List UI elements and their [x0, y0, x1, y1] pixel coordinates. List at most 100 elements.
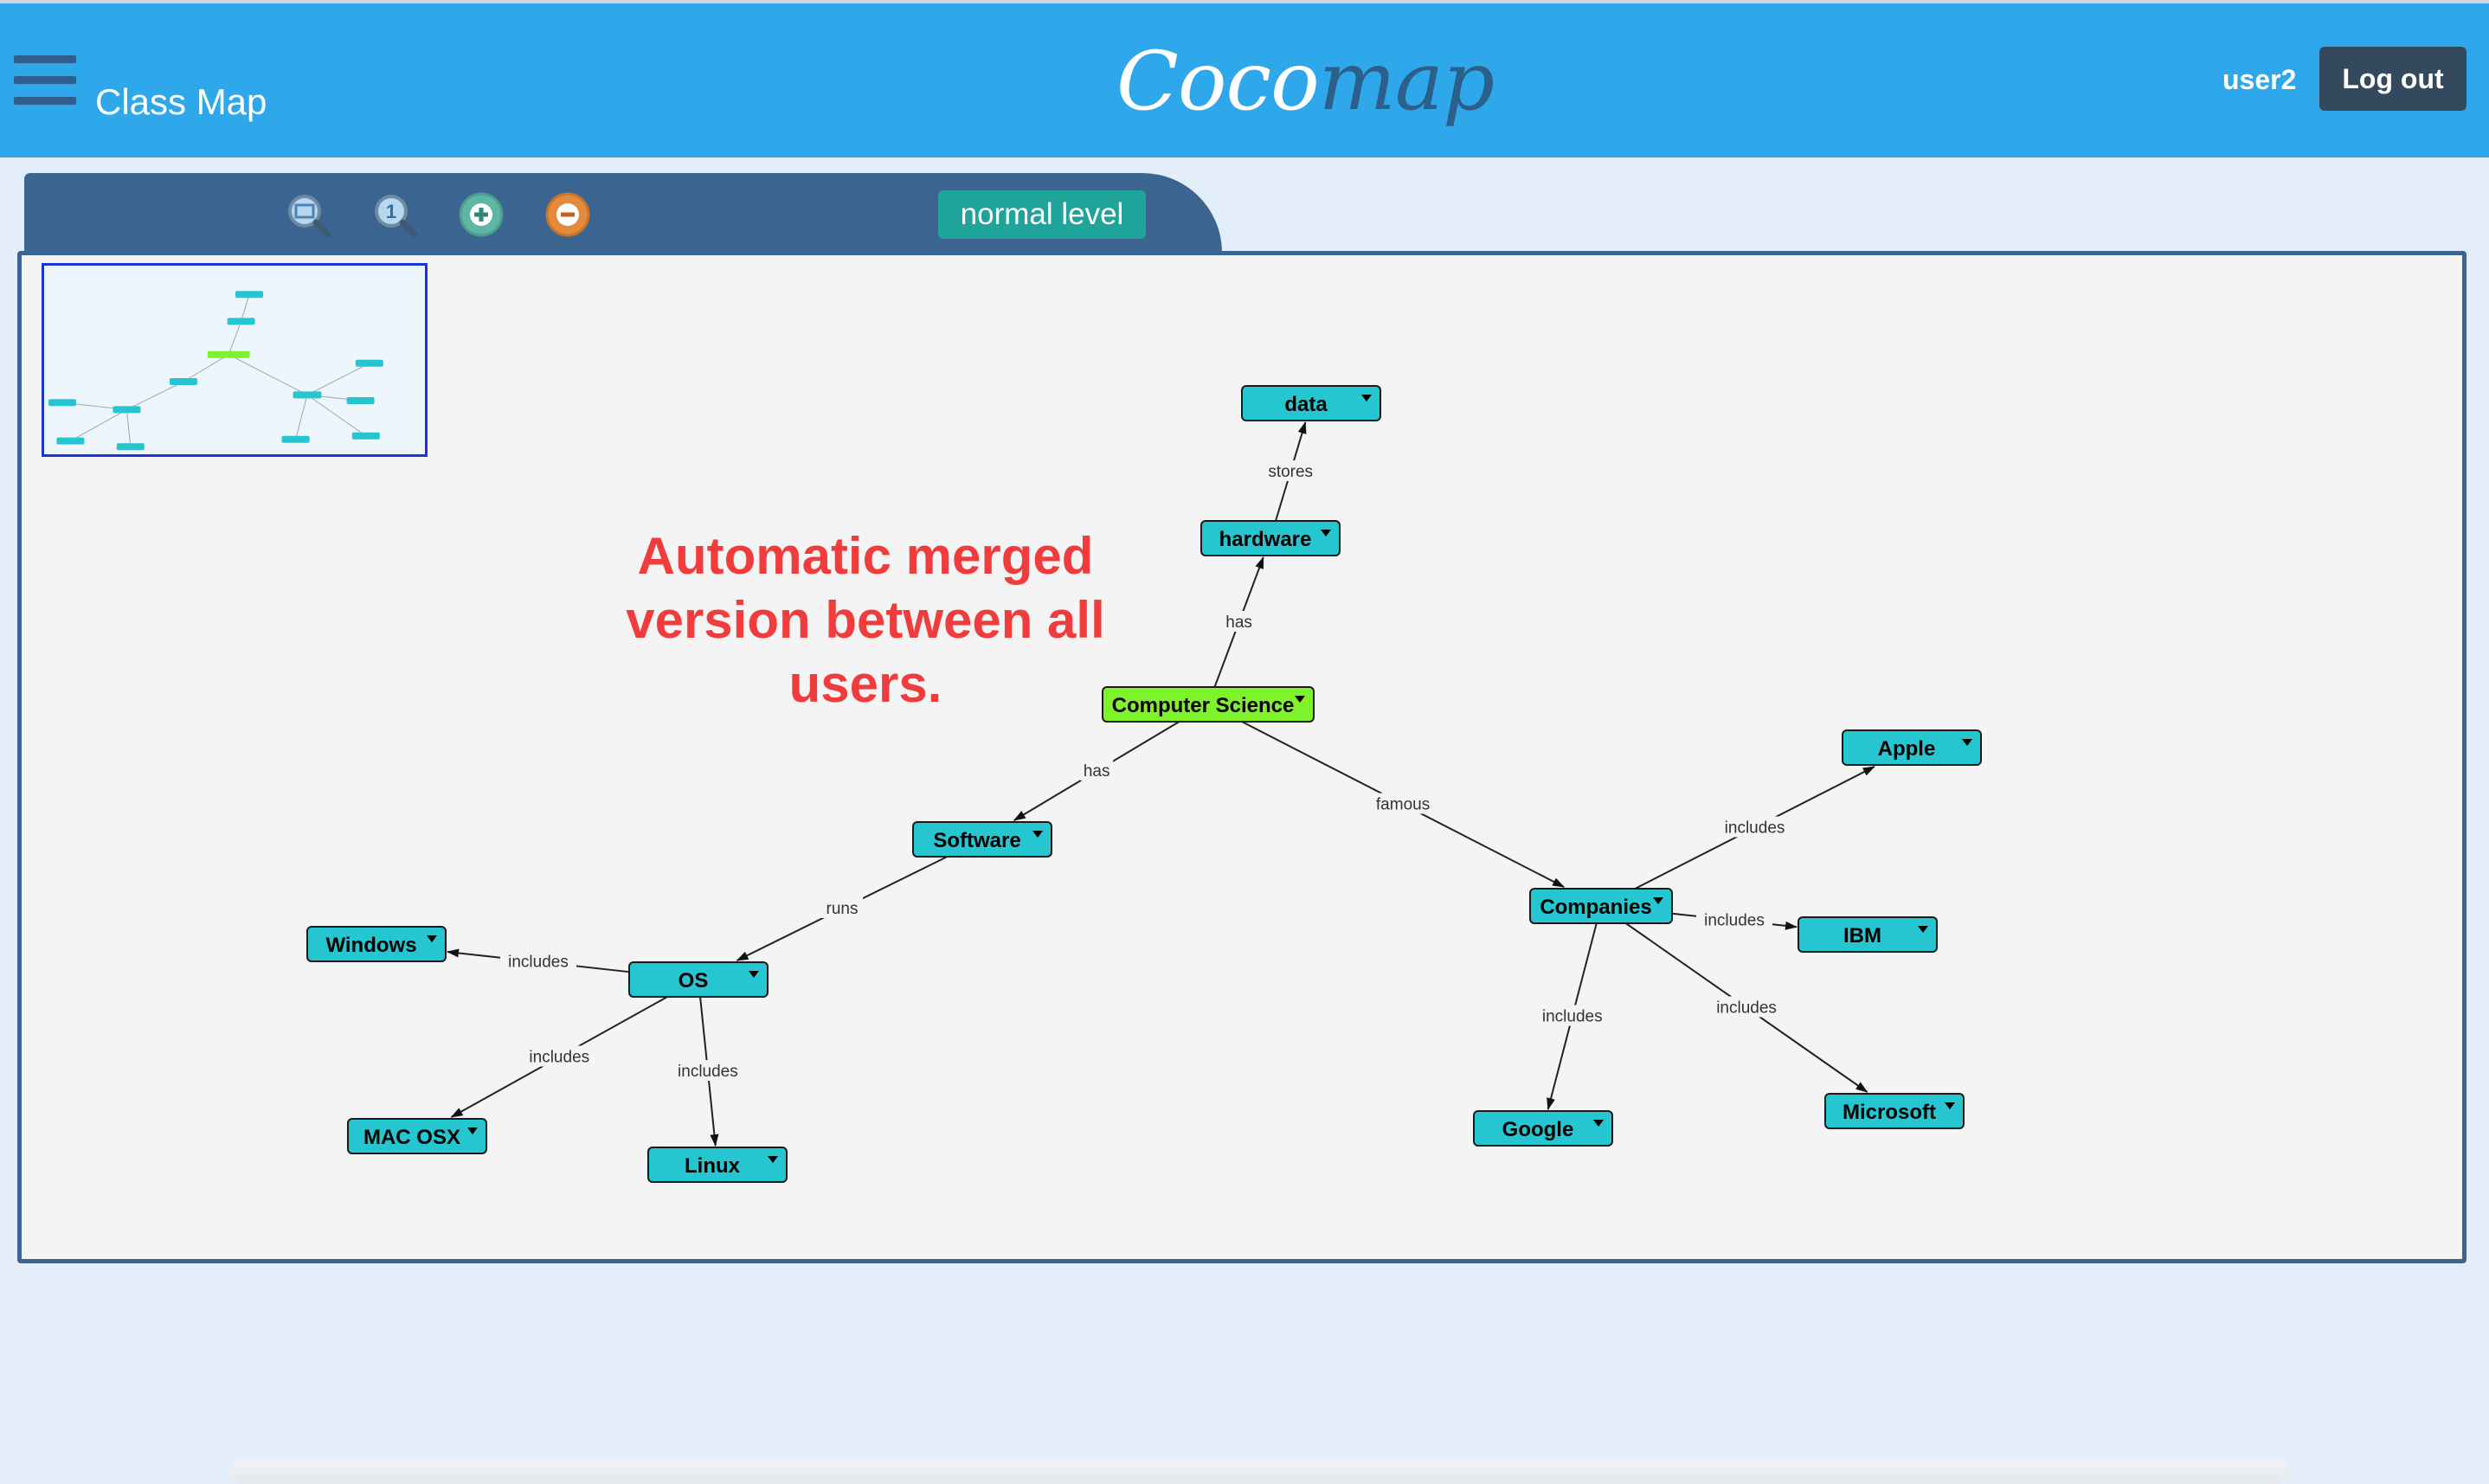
logout-button[interactable]: Log out [2319, 47, 2466, 111]
edge-label-bg [1222, 611, 1256, 632]
zoom-out-icon[interactable] [543, 190, 592, 239]
dropdown-arrow-icon[interactable] [768, 1156, 778, 1163]
node-box[interactable] [628, 961, 769, 998]
edge-label-cs-companies: famous [1376, 796, 1430, 814]
edge-label-bg [1373, 793, 1433, 814]
dropdown-arrow-icon[interactable] [1593, 1120, 1604, 1127]
edge-label-cs-software: has [1084, 762, 1110, 781]
node-google[interactable]: Google [1473, 1110, 1613, 1147]
minimap-graph [48, 291, 383, 451]
minimap-edge [125, 409, 132, 447]
minimap-node-ibm [346, 397, 375, 404]
minimap-edge [183, 354, 229, 382]
edge-label-bg [1534, 1005, 1611, 1026]
dropdown-arrow-icon[interactable] [1295, 696, 1305, 703]
node-box[interactable] [1529, 888, 1673, 924]
node-linux[interactable]: Linux [647, 1147, 788, 1183]
node-box[interactable] [1824, 1093, 1965, 1129]
node-box[interactable] [1241, 385, 1381, 421]
minimap-edge [295, 395, 308, 440]
edge-label-software-os: runs [826, 900, 859, 918]
minimap-node-linux [116, 443, 145, 451]
dropdown-arrow-icon[interactable] [427, 935, 437, 942]
edge-label-bg [1261, 460, 1321, 481]
node-label: Companies [1540, 896, 1651, 919]
node-cs[interactable]: Computer Science [1102, 686, 1315, 723]
app-header: Class Map Cocomap user2 Log out [0, 0, 2489, 157]
minimap-node-hardware [227, 318, 255, 325]
minimap-edge [306, 394, 367, 437]
edge-label-cs-hardware: has [1225, 614, 1252, 632]
node-box[interactable] [1473, 1110, 1613, 1147]
node-hardware[interactable]: hardware [1200, 520, 1341, 556]
minimap-node-windows [48, 399, 76, 407]
edge-label-companies-ibm: includes [1704, 912, 1765, 930]
zoom-fit-icon[interactable] [284, 190, 332, 239]
node-box[interactable] [1842, 729, 1982, 766]
annotation-line-1: Automatic merged [637, 527, 1094, 585]
minimap-node-companies [293, 391, 322, 399]
dropdown-arrow-icon[interactable] [1918, 926, 1928, 933]
node-label: Microsoft [1843, 1101, 1936, 1124]
node-box[interactable] [1798, 916, 1938, 953]
minimap-edge [126, 381, 184, 410]
minimap-node-software [170, 378, 197, 385]
dropdown-arrow-icon[interactable] [1945, 1102, 1955, 1109]
node-microsoft[interactable]: Microsoft [1824, 1093, 1965, 1129]
node-os[interactable]: OS [628, 961, 769, 998]
node-box[interactable] [647, 1147, 788, 1183]
logo-text-map: map [1318, 35, 1495, 129]
node-label: MAC OSX [363, 1126, 460, 1149]
hamburger-menu-icon[interactable] [14, 55, 76, 107]
node-label: OS [679, 969, 709, 993]
node-box[interactable] [912, 821, 1052, 858]
node-box[interactable] [347, 1118, 487, 1154]
node-software[interactable]: Software [912, 821, 1052, 858]
edge-label-hardware-data: stores [1268, 463, 1313, 481]
node-box[interactable] [306, 926, 447, 962]
node-windows[interactable]: Windows [306, 926, 447, 962]
svg-text:1: 1 [386, 201, 396, 222]
minimap-node-data [235, 291, 263, 299]
edge-label-bg [821, 897, 864, 918]
zoom-in-icon[interactable] [457, 190, 505, 239]
merge-annotation: Automatic merged version between all use… [554, 524, 1177, 716]
node-macosx[interactable]: MAC OSX [347, 1118, 487, 1154]
level-toggle-button[interactable]: normal level [938, 190, 1146, 239]
node-companies[interactable]: Companies [1529, 888, 1673, 924]
node-label: data [1284, 393, 1328, 416]
node-box[interactable] [1102, 686, 1315, 723]
dropdown-arrow-icon[interactable] [1361, 395, 1372, 402]
dropdown-arrow-icon[interactable] [1962, 739, 1972, 746]
node-label: IBM [1843, 924, 1881, 948]
node-box[interactable] [1200, 520, 1341, 556]
page-title: Class Map [95, 81, 267, 122]
annotation-line-2: version between all [626, 591, 1105, 649]
dropdown-arrow-icon[interactable] [1321, 530, 1331, 536]
minimap-edge [70, 408, 127, 442]
minimap-edge [228, 321, 242, 355]
dropdown-arrow-icon[interactable] [1653, 897, 1663, 904]
node-label: Linux [685, 1154, 741, 1178]
dropdown-arrow-icon[interactable] [749, 971, 759, 978]
node-ibm[interactable]: IBM [1798, 916, 1938, 953]
edge-label-companies-microsoft: includes [1716, 999, 1777, 1018]
node-data[interactable]: data [1241, 385, 1381, 421]
edge-label-bg [1696, 909, 1772, 930]
minimap[interactable] [42, 263, 428, 457]
minimap-node-cs [207, 350, 250, 358]
node-apple[interactable]: Apple [1842, 729, 1982, 766]
minimap-node-macosx [56, 437, 85, 445]
concept-map-graph: stores has has famous runs includes includes in… [306, 385, 1982, 1183]
edge-label-companies-google: includes [1542, 1008, 1603, 1026]
minimap-node-apple [355, 359, 383, 367]
dropdown-arrow-icon[interactable] [467, 1127, 478, 1134]
cocomap-logo[interactable]: Cocomap [1116, 42, 1495, 123]
minimap-edge [228, 354, 308, 395]
zoom-reset-icon[interactable]: 1 [370, 190, 419, 239]
edge-label-os-windows: includes [508, 954, 569, 972]
node-label: hardware [1219, 528, 1312, 551]
minimap-edge [241, 294, 250, 322]
dropdown-arrow-icon[interactable] [1032, 831, 1043, 838]
minimap-node-google [281, 435, 310, 443]
